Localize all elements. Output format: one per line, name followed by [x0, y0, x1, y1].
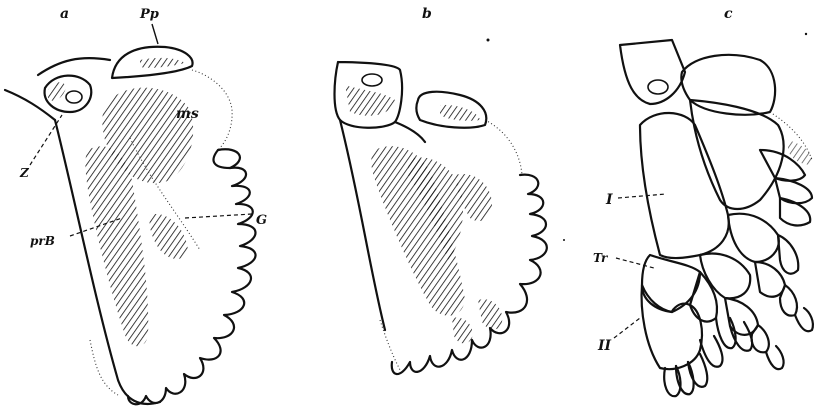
panel-c: c I Tr — [593, 6, 813, 396]
label-pp: Pp — [139, 7, 159, 22]
leader-g — [185, 214, 252, 218]
bottom-rays-c — [664, 308, 813, 396]
label-prb: prB — [30, 234, 55, 248]
panel-label-c: c — [724, 6, 733, 22]
label-ms: ms — [176, 106, 199, 122]
label-ii: II — [597, 338, 612, 354]
label-tr: Tr — [593, 251, 609, 265]
label-i: I — [605, 192, 613, 208]
speck — [805, 33, 807, 35]
g-element — [149, 214, 188, 259]
girdle-opening-c — [648, 80, 668, 94]
element-i — [640, 113, 729, 258]
speck — [487, 39, 490, 42]
leader-tr — [616, 258, 654, 268]
shoulder-line — [38, 58, 110, 75]
ray-rows-c — [690, 214, 798, 353]
girdle-opening-b — [362, 74, 382, 86]
girdle-hatch-b — [345, 85, 395, 116]
z-opening — [66, 91, 82, 103]
panel-a: a Pp Z ms prB G — [5, 6, 267, 404]
speck — [563, 239, 565, 241]
body-wall-line — [5, 90, 55, 120]
label-g: G — [256, 213, 267, 228]
leader-z — [30, 115, 62, 165]
shoulder-b — [395, 122, 425, 142]
fin-rays-a — [128, 149, 256, 404]
ray-hatch-b2 — [452, 318, 473, 344]
base-dots-b — [380, 320, 400, 370]
label-z: Z — [19, 166, 30, 180]
ray-hatch-b1 — [478, 299, 502, 329]
panel-label-a: a — [60, 6, 69, 22]
leader-pp — [152, 24, 158, 44]
z-hatch — [48, 82, 66, 101]
girdle-c — [620, 40, 685, 104]
leader-ii — [614, 318, 640, 338]
upper-hatch-b — [440, 105, 480, 121]
middle-element-c — [690, 100, 784, 209]
pp-hatch — [140, 58, 185, 68]
panel-b: b — [335, 6, 547, 374]
edge-dots-b — [485, 120, 522, 175]
panel-label-b: b — [422, 6, 432, 22]
leader-i — [618, 194, 666, 198]
